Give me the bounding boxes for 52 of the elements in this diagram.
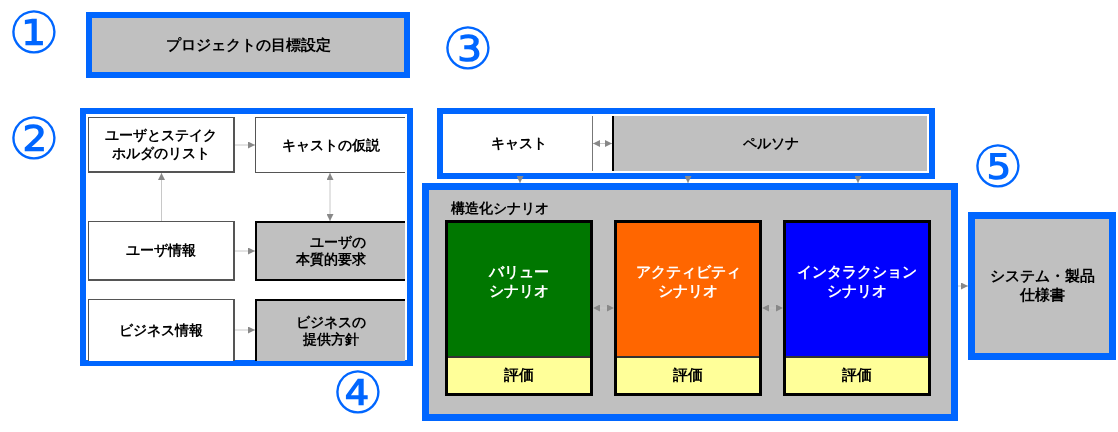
box-label: キャストの仮説: [281, 135, 380, 155]
box-label: ペルソナ: [742, 134, 799, 153]
arrow: [234, 247, 256, 255]
process-box: [255, 117, 405, 173]
arrow: [854, 176, 862, 184]
card-title: バリューシナリオ: [489, 263, 549, 301]
box-label: ユーザとステイクホルダのリスト: [105, 127, 217, 162]
arrow: [234, 141, 256, 149]
process-box: [255, 221, 405, 281]
arrow: [957, 282, 969, 290]
scenario-card: [783, 220, 931, 396]
scenario-card: [614, 220, 762, 396]
goal-box: [86, 12, 410, 78]
step-number: ④: [332, 364, 384, 422]
box-label: キャスト: [490, 134, 547, 153]
process-box: [88, 117, 235, 173]
process-box: [255, 299, 405, 361]
step-number: ③: [442, 20, 494, 78]
card-title: インタラクションシナリオ: [797, 263, 917, 301]
arrow: [684, 176, 692, 184]
box-label: プロジェクトの目標設定: [165, 34, 331, 56]
spec-box: [968, 212, 1116, 360]
evaluation-band: [617, 356, 759, 393]
step-number: ①: [8, 4, 60, 62]
box-label: ビジネス情報: [119, 321, 203, 340]
step-number: ⑤: [972, 138, 1024, 196]
arrow: [158, 172, 165, 222]
step-number: ②: [8, 110, 60, 168]
band-label: 評価: [842, 365, 872, 387]
panel-title: 構造化シナリオ: [451, 200, 549, 216]
arrow: [592, 140, 613, 147]
scenario-card: [445, 220, 593, 396]
arrow: [761, 304, 784, 312]
group-frame: [437, 108, 935, 179]
process-box: [88, 221, 235, 281]
evaluation-band: [786, 356, 928, 393]
card-title: アクティビティシナリオ: [635, 263, 741, 301]
arrow: [516, 176, 524, 184]
process-box: [612, 116, 927, 171]
arrow: [234, 326, 256, 334]
box-label: ユーザの本質的要求: [296, 233, 366, 269]
band-label: 評価: [673, 365, 703, 387]
process-box: [88, 299, 235, 361]
box-label: ビジネスの提供方針: [296, 313, 366, 349]
group-panel: [422, 183, 958, 421]
group-frame: [80, 108, 413, 366]
evaluation-band: [448, 356, 590, 393]
band-label: 評価: [504, 365, 534, 387]
arrow: [326, 172, 334, 222]
arrow: [592, 304, 615, 312]
box-label: システム・製品仕様書: [989, 267, 1095, 305]
box-label: ユーザ情報: [126, 241, 196, 260]
